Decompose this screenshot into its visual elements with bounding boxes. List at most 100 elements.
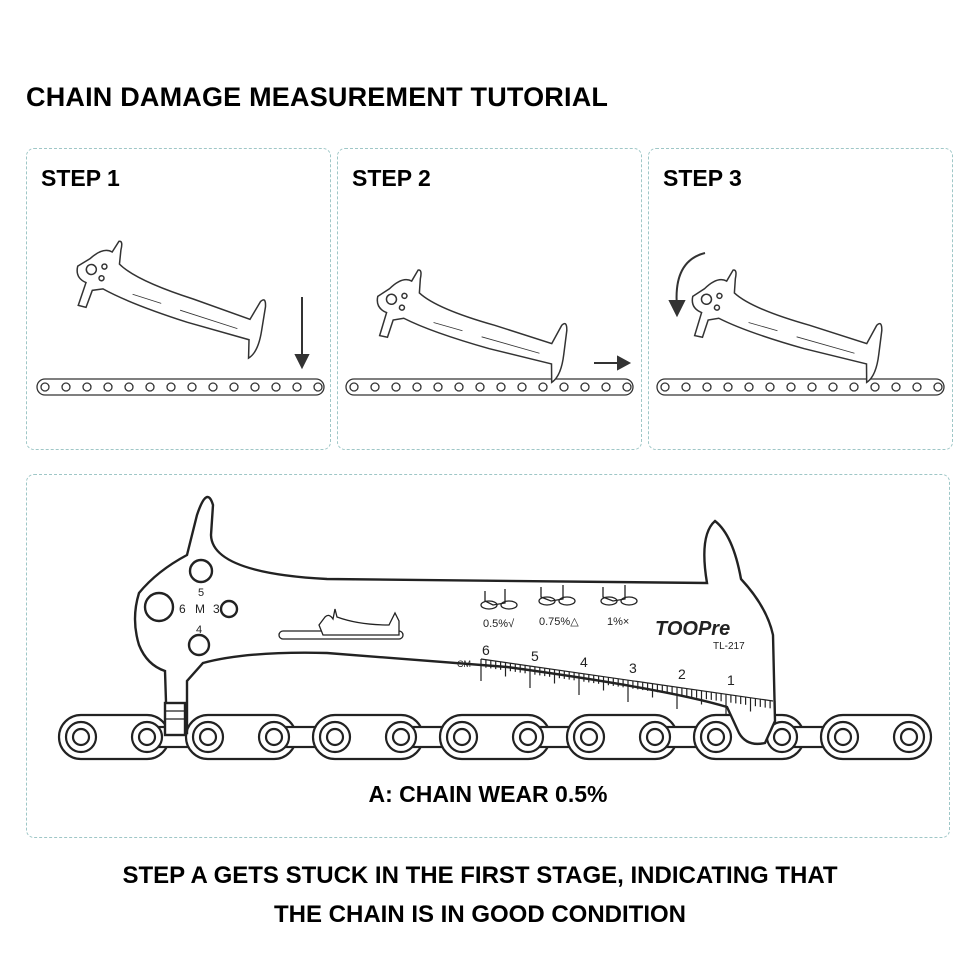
chain-pin <box>187 382 197 392</box>
chain-pin <box>250 382 260 392</box>
chain-checker-icon <box>133 495 777 746</box>
chain-pin <box>433 382 443 392</box>
chain-pin <box>103 382 113 392</box>
chain-pin <box>828 382 838 392</box>
model-number: TL-217 <box>713 641 745 652</box>
unit-label: CM <box>457 659 471 669</box>
chain-icon <box>57 713 933 761</box>
hole-label-m: M <box>195 602 205 616</box>
chain-icon <box>36 378 325 396</box>
chain-pin <box>313 382 323 392</box>
chain-pin <box>61 382 71 392</box>
hole-label-4: 4 <box>196 624 202 636</box>
chain-pin <box>145 382 155 392</box>
chain-pin <box>660 382 670 392</box>
curved-arrow-icon <box>668 252 706 318</box>
chain-checker-icon <box>376 269 568 384</box>
chain-pin <box>765 382 775 392</box>
wear-caption: A: CHAIN WEAR 0.5% <box>368 781 608 807</box>
chain-pin <box>137 727 157 747</box>
chain-pin <box>723 382 733 392</box>
chain-pin <box>370 382 380 392</box>
chain-pin <box>580 382 590 392</box>
hole-label-3: 3 <box>213 602 220 616</box>
step-2-panel: STEP 2 <box>337 148 642 450</box>
chain-pin <box>454 382 464 392</box>
chain-pin <box>82 382 92 392</box>
step-3-illustration <box>656 252 945 396</box>
conclusion-line-1: STEP A GETS STUCK IN THE FIRST STAGE, IN… <box>122 862 838 889</box>
chain-pin <box>518 727 538 747</box>
arrow-down-icon <box>294 297 310 370</box>
step-1-label: STEP 1 <box>41 165 120 191</box>
conclusion-text: STEP A GETS STUCK IN THE FIRST STAGE, IN… <box>0 856 960 934</box>
hole-label-5: 5 <box>198 587 204 599</box>
hole-label-6: 6 <box>179 602 186 616</box>
chain-pin <box>391 727 411 747</box>
chain-pin <box>40 382 50 392</box>
chain-pin <box>496 382 506 392</box>
chain-pin <box>601 382 611 392</box>
chain-checker-icon <box>76 240 267 360</box>
scale-5: 5 <box>531 648 539 664</box>
step-1-illustration <box>36 240 325 396</box>
chain-pin <box>772 727 792 747</box>
chain-icon <box>656 378 945 396</box>
scale-2: 2 <box>678 666 686 682</box>
chain-pin <box>166 382 176 392</box>
wear-mark-1: 1%× <box>607 616 629 628</box>
conclusion-line-2: THE CHAIN IS IN GOOD CONDITION <box>273 901 686 928</box>
chain-pin <box>538 382 548 392</box>
chain-pin <box>912 382 922 392</box>
chain-pin <box>681 382 691 392</box>
scale-3: 3 <box>629 660 637 676</box>
chain-pin <box>807 382 817 392</box>
arrow-right-icon <box>594 355 632 371</box>
chain-pin <box>933 382 943 392</box>
chain-pin <box>124 382 134 392</box>
chain-pin <box>870 382 880 392</box>
wear-mark-0-5: 0.5%√ <box>483 618 515 630</box>
wear-mark-0-75: 0.75%△ <box>539 616 579 628</box>
tool-labels: 5 6 M 3 4 0.5%√ 0.75%△ 1%× TOOPre TL-217… <box>179 587 745 688</box>
chain-pin <box>208 382 218 392</box>
chain-checker-icon <box>691 269 883 384</box>
chain-pin <box>559 382 569 392</box>
chain-pin <box>702 382 712 392</box>
chain-pin <box>833 727 853 747</box>
step-1-panel: STEP 1 <box>26 148 331 450</box>
chain-pin <box>71 727 91 747</box>
chain-pin <box>891 382 901 392</box>
chain-pin <box>325 727 345 747</box>
chain-pin <box>229 382 239 392</box>
scale-6: 6 <box>482 642 490 658</box>
brand-logo: TOOPre <box>655 618 730 640</box>
chain-pin <box>786 382 796 392</box>
chain-pin <box>264 727 284 747</box>
chain-pin <box>475 382 485 392</box>
chain-pin <box>349 382 359 392</box>
chain-pin <box>517 382 527 392</box>
chain-pin <box>622 382 632 392</box>
step-3-label: STEP 3 <box>663 165 742 191</box>
chain-pin <box>412 382 422 392</box>
chain-icon <box>345 378 634 396</box>
step-2-label: STEP 2 <box>352 165 431 191</box>
chain-pin <box>744 382 754 392</box>
page-title: CHAIN DAMAGE MEASUREMENT TUTORIAL <box>26 82 609 112</box>
detail-panel: 5 6 M 3 4 0.5%√ 0.75%△ 1%× TOOPre TL-217… <box>26 474 950 838</box>
chain-pin <box>198 727 218 747</box>
chain-pin <box>645 727 665 747</box>
chain-pin <box>292 382 302 392</box>
chain-pin <box>452 727 472 747</box>
step-3-panel: STEP 3 <box>648 148 953 450</box>
chain-pin <box>391 382 401 392</box>
step-2-illustration <box>345 269 634 396</box>
chain-pin <box>849 382 859 392</box>
scale-1: 1 <box>727 672 735 688</box>
chain-pin <box>271 382 281 392</box>
chain-pin <box>899 727 919 747</box>
chain-pin <box>706 727 726 747</box>
chain-pin <box>579 727 599 747</box>
scale-4: 4 <box>580 654 588 670</box>
